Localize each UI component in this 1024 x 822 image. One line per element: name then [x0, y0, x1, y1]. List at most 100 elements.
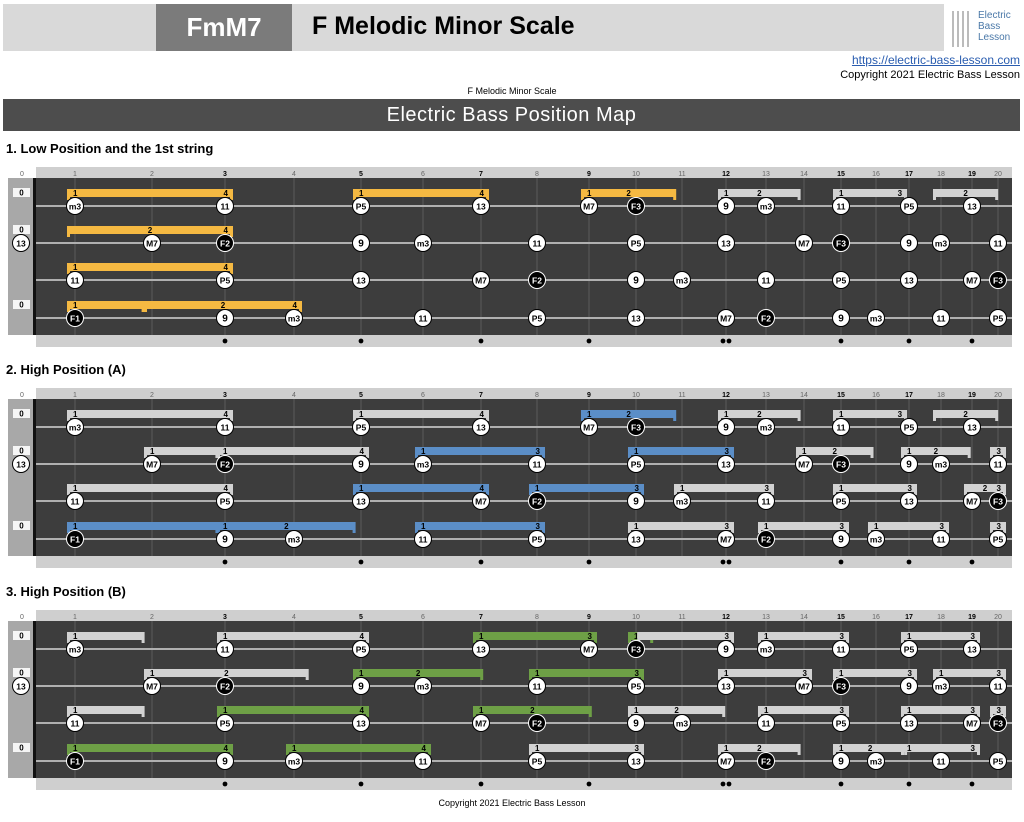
- finger-number: 3: [725, 447, 730, 456]
- fret-number: 5: [359, 392, 363, 399]
- fret-number: 18: [937, 171, 945, 178]
- note-label: m3: [417, 239, 430, 249]
- finger-bar-tick: [797, 752, 801, 755]
- finger-number: 2: [626, 189, 631, 198]
- nut: [33, 399, 36, 556]
- note-label: 13: [16, 460, 26, 470]
- note-label: m3: [69, 645, 82, 655]
- root-note: [832, 677, 850, 695]
- scale-note: [900, 640, 918, 658]
- note-label: 13: [967, 645, 977, 655]
- scale-note: [757, 714, 775, 732]
- finger-number: 3: [536, 447, 541, 456]
- open-finger-box: [13, 743, 30, 752]
- finger-bar-tick: [353, 492, 356, 495]
- finger-bar: [990, 522, 1006, 530]
- finger-number: 3: [725, 632, 730, 641]
- open-finger-box: [13, 188, 30, 197]
- open-finger-number: 0: [19, 669, 24, 678]
- site-logo[interactable]: Electric Bass Lesson: [947, 4, 1019, 51]
- scale-note: [717, 752, 735, 770]
- note-label: M7: [475, 276, 487, 286]
- note-label: P5: [993, 757, 1004, 767]
- finger-number: 1: [359, 669, 364, 678]
- inlay-dot: [838, 338, 844, 344]
- finger-bar: [796, 447, 874, 455]
- finger-bar-tick: [230, 492, 233, 495]
- note-label: M7: [798, 682, 810, 692]
- finger-number: 3: [588, 632, 593, 641]
- scale-note: [989, 309, 1007, 327]
- finger-number: 4: [293, 301, 298, 310]
- note-label: F2: [761, 314, 771, 324]
- note-label: 9: [222, 314, 228, 325]
- scale-note: [932, 455, 950, 473]
- finger-number: 1: [680, 484, 685, 493]
- finger-bar-tick: [628, 455, 631, 458]
- finger-number: 3: [898, 189, 903, 198]
- note-label: P5: [836, 276, 847, 286]
- finger-bar: [217, 522, 356, 530]
- note-label: 11: [419, 757, 428, 767]
- scale-note: [832, 714, 850, 732]
- finger-bar: [217, 632, 369, 640]
- fret-number-strip: [36, 388, 1012, 399]
- root-note: [832, 455, 850, 473]
- note-label: 13: [476, 645, 486, 655]
- finger-bar-tick: [758, 714, 761, 717]
- note-label: M7: [966, 497, 978, 507]
- scale-note: [717, 677, 735, 695]
- note-label: 11: [533, 460, 542, 470]
- note-label: m3: [417, 682, 430, 692]
- fret-number-strip: [36, 610, 1012, 621]
- finger-number: 1: [223, 447, 228, 456]
- scale-note: [989, 455, 1007, 473]
- note-label: P5: [904, 645, 915, 655]
- note-label: m3: [760, 423, 773, 433]
- note-label: 13: [721, 239, 731, 249]
- scale-note: [627, 752, 645, 770]
- fret-number: 19: [968, 171, 976, 178]
- note-label: 11: [837, 202, 846, 212]
- finger-number: 1: [839, 189, 844, 198]
- finger-number: 2: [626, 410, 631, 419]
- note-label: 13: [356, 276, 366, 286]
- note-label: M7: [720, 314, 732, 324]
- note-label: M7: [146, 682, 158, 692]
- note-label: m3: [935, 460, 948, 470]
- finger-bar-tick: [230, 271, 233, 274]
- fret-number: 19: [968, 392, 976, 399]
- note-label: 9: [723, 202, 729, 213]
- finger-bar: [933, 189, 999, 197]
- scale-note: [143, 677, 161, 695]
- note-label: 9: [838, 314, 844, 325]
- scale-note: [414, 234, 432, 252]
- open-finger-number: 0: [19, 744, 24, 753]
- finger-bar-tick: [581, 418, 584, 421]
- finger-bar-tick: [353, 677, 356, 680]
- finger-number: 1: [839, 484, 844, 493]
- finger-bar: [67, 189, 233, 197]
- finger-bar: [833, 484, 917, 492]
- root-note: [989, 271, 1007, 289]
- scale-note: [963, 418, 981, 436]
- note-label: 9: [906, 239, 912, 250]
- fret-number: 17: [905, 171, 913, 178]
- finger-number: 4: [224, 263, 229, 272]
- finger-number: 4: [224, 226, 229, 235]
- scale-note: [472, 418, 490, 436]
- note-label: 11: [71, 276, 80, 286]
- site-url-link[interactable]: https://electric-bass-lesson.com: [851, 53, 1020, 67]
- inlay-dot: [586, 338, 592, 344]
- scale-note: [352, 455, 370, 473]
- finger-bar-tick: [933, 677, 936, 680]
- finger-bar: [718, 189, 801, 197]
- inlay-dot: [358, 338, 364, 344]
- finger-number: 1: [421, 522, 426, 531]
- finger-bar: [67, 301, 145, 309]
- finger-bar: [833, 744, 908, 752]
- finger-bar: [718, 744, 801, 752]
- inlay-dot: [838, 781, 844, 787]
- finger-bar: [628, 706, 726, 714]
